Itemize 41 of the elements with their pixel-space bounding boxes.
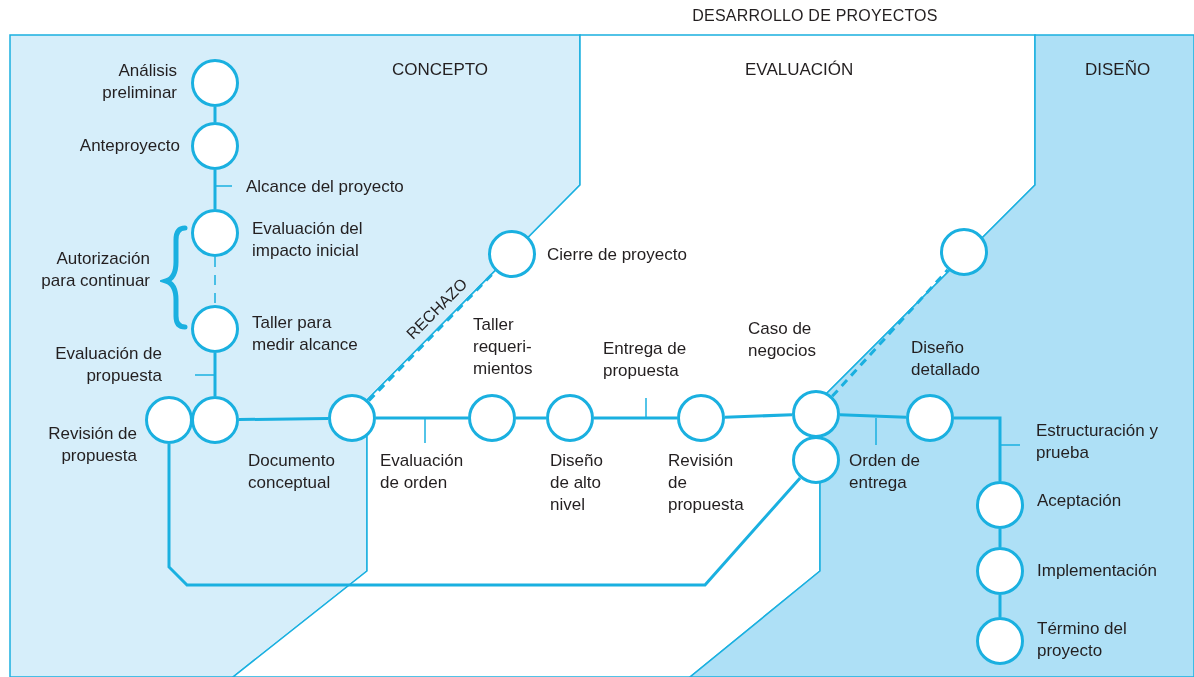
connector-line xyxy=(213,170,217,209)
connector-line xyxy=(167,444,802,587)
station-label: Evaluación del impacto inicial xyxy=(252,218,364,263)
phase-heading: DISEÑO xyxy=(1085,60,1151,80)
phase-heading: CONCEPTO xyxy=(392,60,489,80)
station-label: Revisión de propuesta xyxy=(668,450,745,517)
connector-line xyxy=(213,353,217,396)
station-label: Diseño detallado xyxy=(911,337,981,382)
dashed-connector xyxy=(214,256,216,306)
edge-label: Evaluación de orden xyxy=(380,450,465,495)
station-label: Diseño de alto nivel xyxy=(550,450,604,517)
connector-line xyxy=(998,529,1002,547)
station-label: Análisis preliminar xyxy=(101,60,177,105)
edge-label: Alcance del proyecto xyxy=(246,176,405,198)
station-label: Aceptación xyxy=(1037,490,1123,512)
station-label: Cierre de proyecto xyxy=(547,244,688,266)
station-label: Documento conceptual xyxy=(248,450,336,495)
station-label: Taller requeri- mientos xyxy=(473,314,534,381)
station-label: Taller para medir alcance xyxy=(252,312,359,357)
edge-label: Orden de entrega xyxy=(849,450,921,495)
dashed-connector xyxy=(831,268,949,398)
station-label: Revisión de propuesta xyxy=(47,423,137,468)
connector-line xyxy=(376,416,468,420)
station-label: Caso de negocios xyxy=(748,318,818,363)
connector-line xyxy=(954,416,1002,481)
connector-line xyxy=(594,416,677,420)
diagram-title: DESARROLLO DE PROYECTOS xyxy=(691,7,939,25)
station-label: Término del proyecto xyxy=(1037,618,1128,663)
connector-line xyxy=(998,595,1002,617)
station-label: Implementación xyxy=(1037,560,1158,582)
connector-line xyxy=(724,413,793,419)
phase-heading: EVALUACIÓN xyxy=(745,60,854,80)
connector-line xyxy=(238,416,329,422)
edge-label: Estructuración y prueba xyxy=(1036,420,1159,465)
edge-label: Evaluación de propuesta xyxy=(54,343,162,388)
station-label: Anteproyecto xyxy=(78,135,180,157)
connector-line xyxy=(839,413,907,419)
bracket-label: Autorización para continuar xyxy=(40,248,150,293)
connector-line xyxy=(516,416,546,420)
edge-label: Entrega de propuesta xyxy=(603,338,688,383)
connector-line xyxy=(213,107,217,122)
